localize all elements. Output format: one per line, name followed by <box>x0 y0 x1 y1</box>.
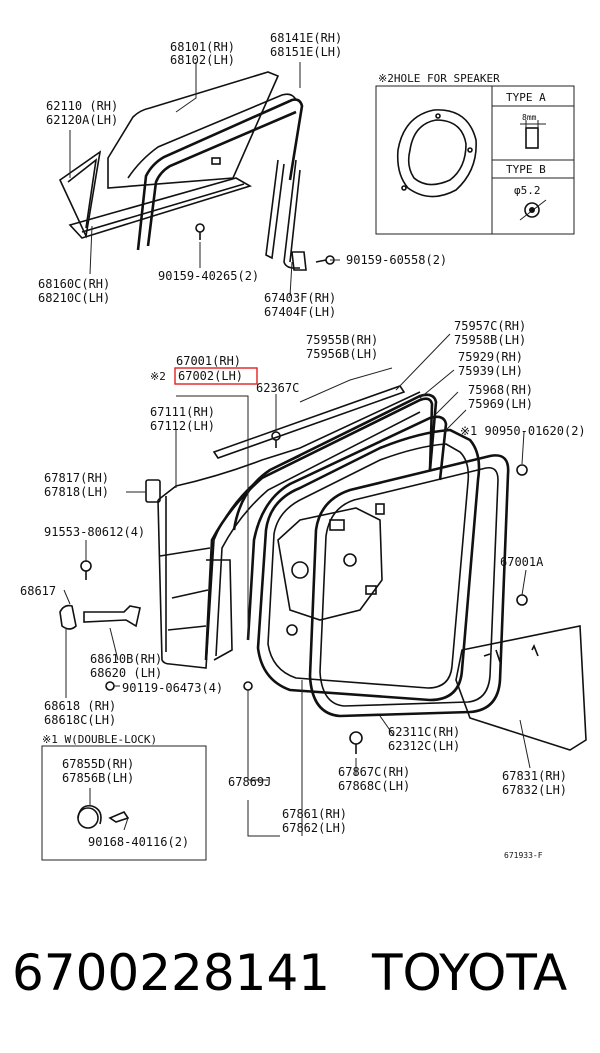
label-bracket-rh: 67817(RH) <box>44 471 109 485</box>
label-seal3-lh: 67862(LH) <box>282 821 347 835</box>
label-bolt: ※1 90950-01620(2) <box>460 424 586 438</box>
label-68617: 68617 <box>20 584 56 598</box>
label-door-rh: 67001(RH) <box>176 354 241 368</box>
label-cover-rh: 67831(RH) <box>502 769 567 783</box>
label-dbl-part-rh: 67855D(RH) <box>62 757 134 771</box>
label-door-lh: 67002(LH) <box>178 369 243 383</box>
leader-lines-top <box>69 62 340 297</box>
label-seal2-lh: 67868C(LH) <box>338 779 410 793</box>
label-seal3-rh: 67861(RH) <box>282 807 347 821</box>
label-glass-rh: 68101(RH) <box>170 40 235 54</box>
label-glass-lh: 68102(LH) <box>170 53 235 67</box>
label-channel-rh: 67403F(RH) <box>264 291 336 305</box>
label-67001a: 67001A <box>500 555 544 569</box>
label-belt-lh: 68210C(LH) <box>38 291 110 305</box>
label-channel-lh: 67404F(LH) <box>264 305 336 319</box>
label-w1-rh: 75955B(RH) <box>306 333 378 347</box>
speaker-inset-title: ※2HOLE FOR SPEAKER <box>378 72 500 85</box>
label-dbl-part-lh: 67856B(LH) <box>62 771 134 785</box>
label-w3-lh: 75939(LH) <box>458 364 523 378</box>
label-w2-lh: 75958B(LH) <box>454 333 526 347</box>
label-check-rh: 68618 (RH) <box>44 699 116 713</box>
footer-brand: TOYOTA <box>371 944 567 1002</box>
highlight-box <box>174 367 258 385</box>
label-clip: 62367C <box>256 381 299 395</box>
label-screw2: 90159-60558(2) <box>346 253 447 267</box>
label-frame-rh: 67111(RH) <box>150 405 215 419</box>
label-double-lock-title: ※1 W(DOUBLE-LOCK) <box>42 733 157 746</box>
speaker-type-b-dim: φ5.2 <box>514 184 541 197</box>
label-dbl-screw: 90168-40116(2) <box>88 835 189 849</box>
label-run-lh: 68151E(LH) <box>270 45 342 59</box>
label-bracket-lh: 67818(LH) <box>44 485 109 499</box>
figure-code: 671933-F <box>504 851 543 860</box>
label-67869: 67869J <box>228 775 271 789</box>
label-hinge-rh: 68610B(RH) <box>90 652 162 666</box>
label-w4-lh: 75969(LH) <box>468 397 533 411</box>
footer-part-number: 6700228141 <box>12 944 330 1002</box>
label-w4-rh: 75968(RH) <box>468 383 533 397</box>
label-seal2-rh: 67867C(RH) <box>338 765 410 779</box>
speaker-type-a: TYPE A <box>506 91 546 104</box>
double-lock-inset <box>41 745 207 861</box>
leader-lines-door <box>63 333 531 837</box>
door-assembly-drawing <box>59 385 587 754</box>
label-quarter-rh: 62110 (RH) <box>46 99 118 113</box>
label-quarter-lh: 62120A(LH) <box>46 113 118 127</box>
label-90119: 90119-06473(4) <box>122 681 223 695</box>
label-check-lh: 68618C(LH) <box>44 713 116 727</box>
label-w2-rh: 75957C(RH) <box>454 319 526 333</box>
label-hinge-lh: 68620 (LH) <box>90 666 162 680</box>
label-screw1: 90159-40265(2) <box>158 269 259 283</box>
label-seal1-rh: 62311C(RH) <box>388 725 460 739</box>
speaker-type-a-dim: 8mm <box>522 113 537 122</box>
label-w3-rh: 75929(RH) <box>458 350 523 364</box>
label-ref2: ※2 <box>150 370 166 383</box>
label-w1-lh: 75956B(LH) <box>306 347 378 361</box>
label-91553: 91553-80612(4) <box>44 525 145 539</box>
label-seal1-lh: 62312C(LH) <box>388 739 460 753</box>
label-cover-lh: 67832(LH) <box>502 783 567 797</box>
speaker-hole-inset <box>375 85 575 235</box>
window-glass-drawing <box>58 71 335 271</box>
label-run-rh: 68141E(RH) <box>270 31 342 45</box>
speaker-type-b: TYPE B <box>506 163 546 176</box>
label-belt-rh: 68160C(RH) <box>38 277 110 291</box>
label-frame-lh: 67112(LH) <box>150 419 215 433</box>
